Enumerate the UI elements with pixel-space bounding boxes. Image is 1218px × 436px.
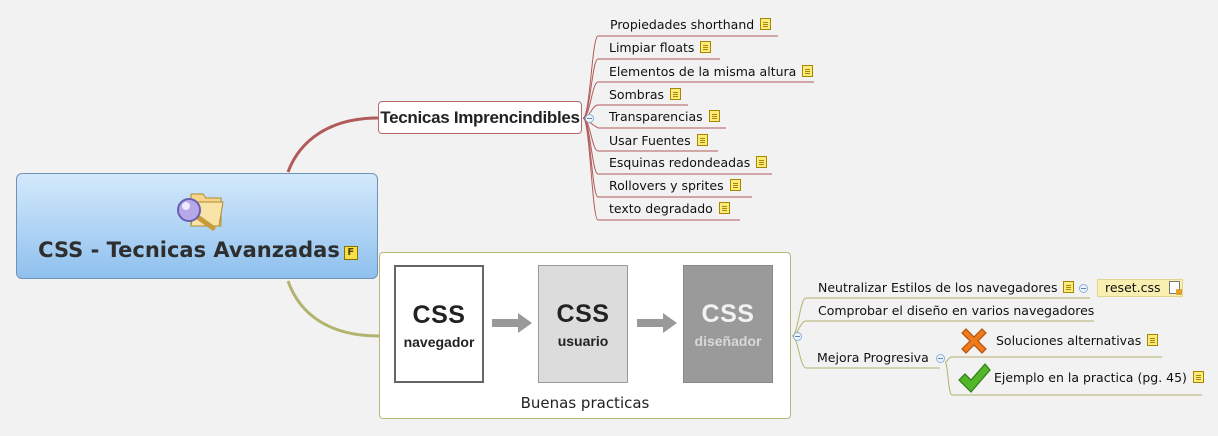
arrow-right-icon [637,313,677,333]
note-icon[interactable] [700,41,712,53]
note-icon[interactable] [708,110,720,122]
collapse-toggle-mejora[interactable] [936,354,945,363]
topic-propiedades-shorthand[interactable]: Propiedades shorthand [610,17,772,32]
topic-esquinas-redondeadas[interactable]: Esquinas redondeadas [609,155,768,170]
branch2-child-connectors [791,297,1202,396]
note-icon[interactable] [1147,334,1159,346]
topic-elementos-misma-altura[interactable]: Elementos de la misma altura [609,64,814,79]
collapse-toggle-branch2[interactable] [793,332,802,341]
magnifier-folder-icon [177,193,224,231]
collapse-toggle-neutralizar[interactable] [1079,284,1088,293]
branch1-child-connectors [582,35,814,221]
topic-texto-degradado[interactable]: texto degradado [609,201,730,216]
note-icon[interactable] [1063,281,1075,293]
connector-central-branch1 [286,116,379,173]
connector-central-branch2 [286,280,380,338]
note-icon[interactable] [696,134,708,146]
css-navegador-box: CSS navegador [394,265,484,383]
collapse-toggle-branch1[interactable] [585,114,594,123]
note-icon[interactable] [756,156,768,168]
cross-icon [961,328,987,354]
css-usuario-box: CSS usuario [538,265,628,383]
reset-css-link[interactable]: reset.css [1097,279,1183,297]
flag-f-icon: F [343,246,358,260]
topic-usar-fuentes[interactable]: Usar Fuentes [609,133,708,148]
topic-soluciones-alternativas[interactable]: Soluciones alternativas [996,333,1159,348]
attachment-icon [1169,281,1182,295]
topic-ejemplo-practica[interactable]: Ejemplo en la practica (pg. 45) [994,370,1204,385]
arrow-right-icon [492,313,532,333]
note-icon[interactable] [1192,371,1204,383]
main-topic-tecnicas[interactable]: Tecnicas Imprencindibles [378,101,582,134]
topic-mejora-progresiva[interactable]: Mejora Progresiva [817,350,929,365]
topic-rollovers-sprites[interactable]: Rollovers y sprites [609,178,741,193]
topic-comprobar-diseno[interactable]: Comprobar el diseño en varios navegadore… [818,303,1095,318]
note-icon[interactable] [729,179,741,191]
topic-neutralizar-estilos[interactable]: Neutralizar Estilos de los navegadores [818,280,1075,295]
main-topic-buenas-practicas[interactable]: CSS navegador CSS usuario CSS diseñador … [379,252,791,419]
topic-limpiar-floats[interactable]: Limpiar floats [609,40,712,55]
topic-transparencias[interactable]: Transparencias [609,109,720,124]
css-disenador-box: CSS diseñador [683,265,773,383]
topic-sombras[interactable]: Sombras [609,87,682,102]
note-icon[interactable] [760,18,772,30]
note-icon[interactable] [802,65,814,77]
note-icon[interactable] [670,88,682,100]
main-topic-buenas-practicas-title: Buenas practicas [520,394,650,412]
check-icon [958,363,991,393]
note-icon[interactable] [718,202,730,214]
